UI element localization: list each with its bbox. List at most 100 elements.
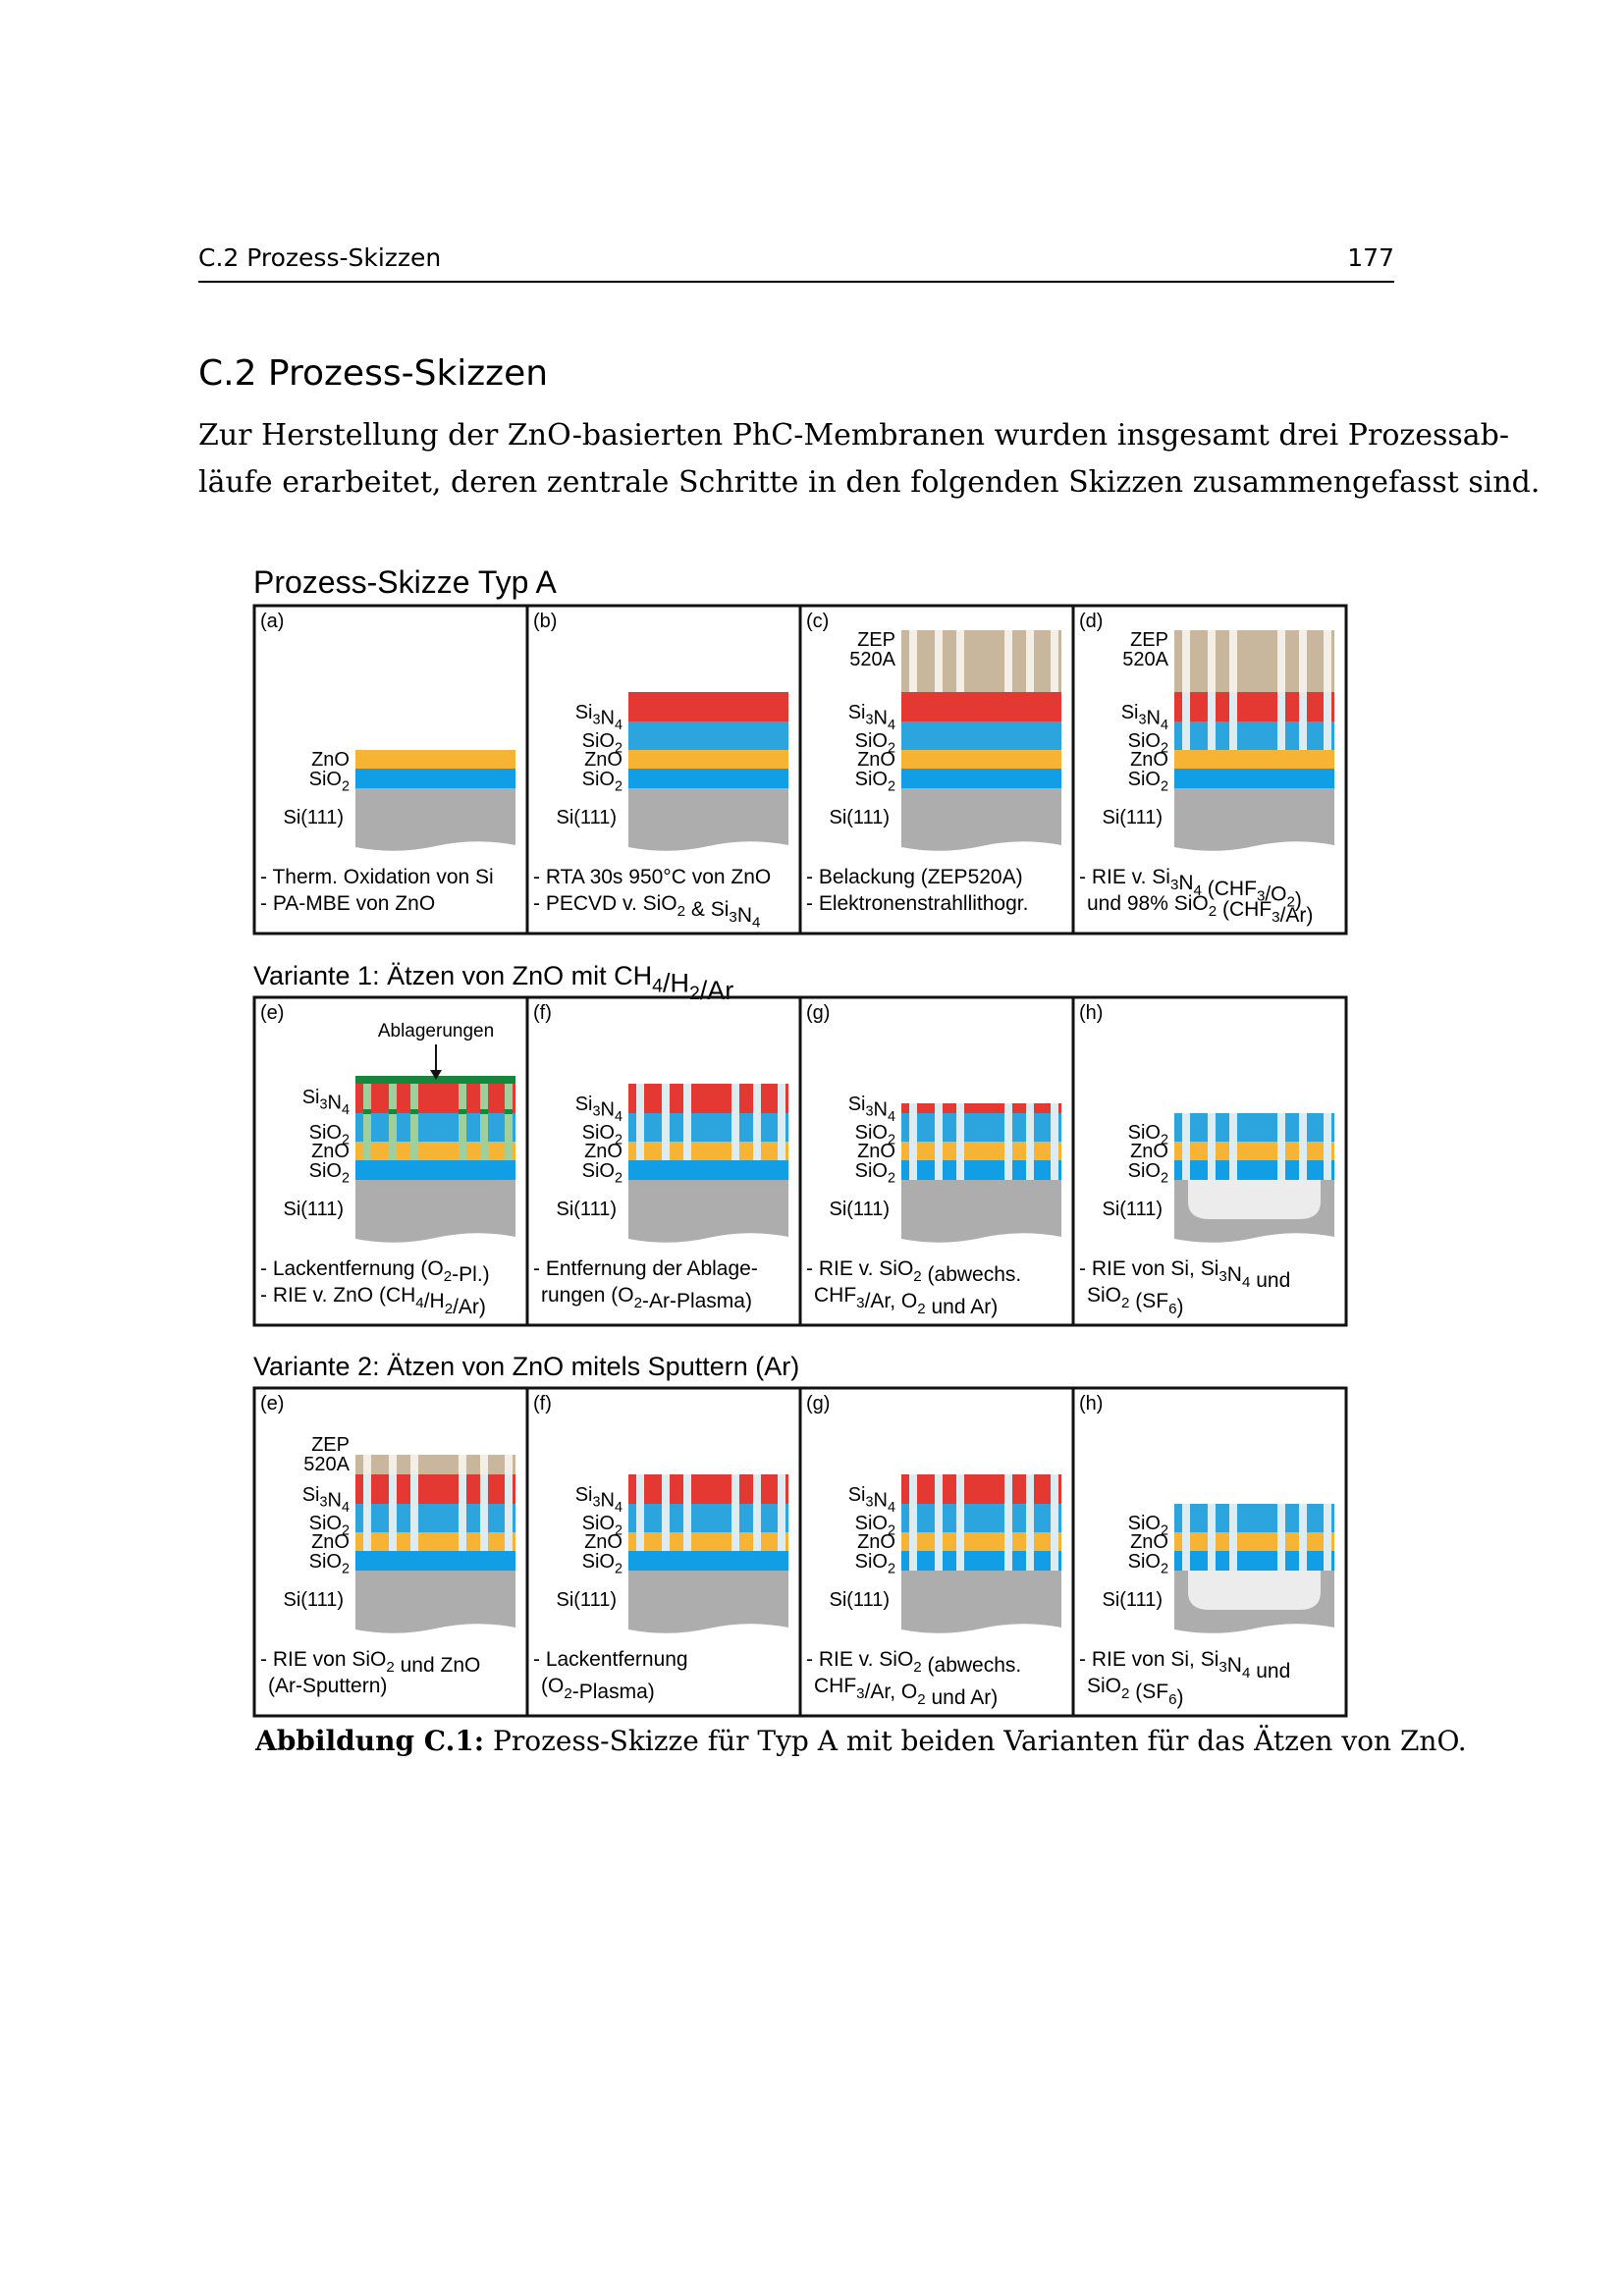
- layer-zno: [1174, 1142, 1334, 1160]
- layer-label-sio2t: SiO2: [1128, 730, 1168, 757]
- etched-hole: [1208, 1551, 1216, 1571]
- layer-label-sio2: SiO2: [1128, 1551, 1168, 1577]
- etched-hole: [778, 1532, 785, 1551]
- layer-label-si: Si(111): [829, 1589, 890, 1611]
- etched-hole: [1051, 1103, 1058, 1113]
- si-substrate: [901, 1180, 1061, 1243]
- panel-note-line: - Belackung (ZEP520A): [806, 866, 1023, 888]
- etched-hole: [683, 1474, 691, 1504]
- layer-label-sio2t: SiO2: [582, 730, 623, 757]
- etched-hole: [505, 1504, 513, 1532]
- etched-hole: [1004, 1504, 1012, 1532]
- etched-hole: [1229, 1142, 1237, 1160]
- hole-deposit: [459, 1109, 466, 1114]
- etched-hole: [1208, 721, 1216, 750]
- etched-hole: [1026, 1160, 1034, 1180]
- panel-label: (f): [533, 1002, 552, 1024]
- si-substrate: [355, 1180, 515, 1243]
- etched-hole: [1277, 1113, 1285, 1142]
- resist-opening: [1324, 630, 1331, 692]
- etched-hole: [363, 1532, 371, 1551]
- etched-hole: [1324, 1532, 1331, 1551]
- etched-hole: [1299, 1160, 1307, 1180]
- layer-label-sio2t: SiO2: [855, 1122, 895, 1148]
- layer-zno: [901, 750, 1061, 769]
- layer-sio2: [901, 769, 1061, 788]
- si-substrate: [628, 1180, 788, 1243]
- panel-c: [901, 630, 1061, 851]
- etched-hole: [1182, 1532, 1190, 1551]
- panel-label: (h): [1079, 1002, 1103, 1024]
- etched-hole: [1208, 692, 1216, 721]
- layer-zno: [901, 1532, 1061, 1551]
- layer-label-si: Si(111): [556, 1589, 617, 1611]
- etched-hole: [956, 1474, 964, 1504]
- resist-opening: [505, 1455, 513, 1474]
- etched-hole: [480, 1504, 488, 1532]
- etched-hole: [1182, 721, 1190, 750]
- etched-hole: [636, 1084, 644, 1113]
- layer-label-zep: 520A: [303, 1454, 350, 1475]
- resist-opening: [459, 1455, 466, 1474]
- layer-label-sio2t: SiO2: [1128, 1122, 1168, 1148]
- si-substrate: [901, 1571, 1061, 1633]
- si-substrate: [901, 788, 1061, 851]
- figure-caption: Abbildung C.1: Prozess-Skizze für Typ A …: [255, 1725, 1467, 1757]
- layer-label-si: Si(111): [556, 807, 617, 828]
- layer-si3n4: [628, 1474, 788, 1504]
- resist-opening: [480, 1455, 488, 1474]
- si-substrate: [628, 788, 788, 851]
- etched-hole: [753, 1504, 761, 1532]
- etched-hole: [1299, 1532, 1307, 1551]
- etched-hole: [505, 1084, 513, 1113]
- etched-hole: [410, 1532, 418, 1551]
- layer-label-zep: 520A: [849, 649, 895, 670]
- etched-hole: [909, 1142, 917, 1160]
- etched-hole: [731, 1504, 739, 1532]
- layer-sio2: [628, 1551, 788, 1571]
- layer-label-zno: ZnO: [584, 1531, 623, 1553]
- etched-hole: [1229, 1113, 1237, 1142]
- etched-hole: [1277, 721, 1285, 750]
- etched-hole: [1004, 1142, 1012, 1160]
- undercut-cavity: [1188, 1180, 1321, 1219]
- etched-hole: [753, 1142, 761, 1160]
- resist-opening: [956, 630, 964, 692]
- panel-label: (f): [533, 1393, 552, 1415]
- panel-label: (e): [260, 1393, 284, 1415]
- layer-sio2t: [901, 1113, 1061, 1142]
- etched-hole: [1051, 1551, 1058, 1571]
- etched-hole: [1229, 1551, 1237, 1571]
- panel-h: [1174, 1504, 1334, 1633]
- etched-hole: [1004, 1551, 1012, 1571]
- layer-label-zno: ZnO: [1130, 1141, 1168, 1162]
- panel-note-line: CHF3/Ar, O2 und Ar): [814, 1284, 998, 1318]
- panel-a: [355, 750, 515, 851]
- etched-hole: [935, 1113, 943, 1142]
- panel-note-line: (O2-Plasma): [541, 1675, 655, 1703]
- layer-zepthin: [355, 1455, 515, 1474]
- layer-zno: [628, 750, 788, 769]
- resist-opening: [935, 630, 943, 692]
- layer-si3n4: [628, 692, 788, 721]
- layer-label-zno: ZnO: [1130, 1531, 1168, 1553]
- panel-g: [901, 1103, 1061, 1243]
- panel-label: (a): [260, 611, 284, 632]
- section-title: C.2 Prozess-Skizzen: [198, 353, 549, 394]
- layer-zep: [901, 630, 1061, 692]
- panel-note-line: - Lackentfernung: [533, 1648, 688, 1671]
- panel-note-line: SiO2 (SF6): [1087, 1284, 1184, 1318]
- layer-label-sio2: SiO2: [582, 1551, 623, 1577]
- layer-label-zno: ZnO: [584, 749, 623, 771]
- panel-label: (g): [806, 1002, 830, 1024]
- etched-hole: [1004, 1532, 1012, 1551]
- layer-deposit: [355, 1076, 515, 1084]
- etched-hole: [1324, 1160, 1331, 1180]
- etched-hole: [1004, 1160, 1012, 1180]
- layer-label-sio2t: SiO2: [855, 730, 895, 757]
- panel-note-line: - PECVD v. SiO2 & Si3N4: [533, 892, 760, 932]
- layer-si3n4: [901, 692, 1061, 721]
- layer-label-zno: ZnO: [857, 1531, 895, 1553]
- layer-zno: [355, 750, 515, 769]
